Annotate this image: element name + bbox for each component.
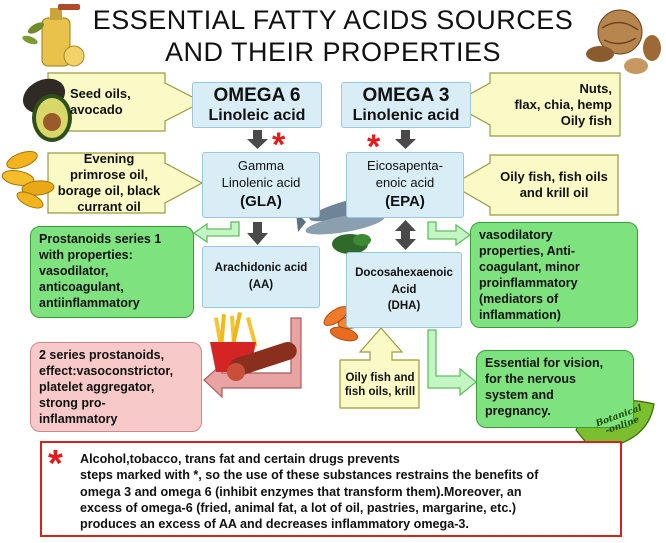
- omega6-source2-line: primrose oil,: [69, 167, 149, 183]
- series1-line: vasodilator,: [39, 264, 109, 278]
- series2-line: inflammatory: [39, 412, 118, 426]
- gla-step-star: *: [272, 126, 286, 164]
- omega3-source2-line: Oily fish, fish oils: [500, 169, 608, 185]
- omega3-acid: Linolenic acid: [352, 106, 460, 124]
- epa-line: Eicosapenta-: [367, 158, 443, 174]
- dha-props-line: Essential for vision,: [485, 356, 604, 370]
- dha-source-line: fish oils, krill: [344, 386, 416, 398]
- gla-line: (GLA): [240, 193, 282, 211]
- omega3-source1-line: Nuts,: [579, 81, 613, 97]
- dha-props-line: pregnancy.: [485, 404, 551, 418]
- epa-props-line: coagulant, minor: [479, 260, 580, 274]
- epa-props-line: proinflammatory: [479, 276, 578, 290]
- gla-line: Gamma: [237, 158, 285, 174]
- dha-source-line: Oily fish and: [345, 371, 415, 384]
- arrow-evening-primrose-to-gla: [47, 152, 204, 214]
- omega3-name: OMEGA 3: [362, 84, 450, 106]
- series1-line: antiinflammatory: [39, 296, 140, 310]
- omega6-source1-line: Seed oils,: [70, 86, 131, 102]
- omega3-source1-line: flax, chia, hemp: [514, 97, 612, 113]
- omega3-source1-line: Oily fish: [560, 112, 612, 128]
- capsules-illustration: [1, 150, 55, 209]
- aa-line: (AA): [248, 279, 274, 291]
- arrow-aa-to-series2: [203, 317, 302, 399]
- dha-source-text: Oily fish and fish oils, krill: [340, 364, 420, 406]
- arrow-omega6-to-gla: [247, 130, 268, 149]
- gla-line: Linolenic acid: [221, 175, 301, 191]
- note-line: excess of omega-6 (fried, animal fat, a …: [80, 501, 517, 516]
- arrow-oily-fish-krill-to-dha: [339, 327, 420, 409]
- arrow-gla-to-aa: [247, 222, 268, 245]
- epa-props-line: vasodilatory: [479, 228, 553, 242]
- epa-box: Eicosapenta- enoic acid (EPA): [346, 152, 464, 218]
- warning-note: * Alcohol,tobacco, trans fat and certain…: [40, 441, 622, 537]
- omega6-source2-line: Evening: [83, 151, 135, 167]
- omega3-box: OMEGA 3 Linolenic acid: [341, 82, 471, 128]
- omega6-source1-line: avocado: [70, 102, 123, 117]
- arrow-oily-fish-to-epa: [450, 154, 619, 216]
- arrow-omega3-to-epa: [395, 130, 416, 149]
- series1-line: with properties:: [39, 248, 133, 262]
- dha-line: Acid: [391, 283, 417, 296]
- arrow-nuts-to-omega3: [450, 72, 621, 137]
- omega6-source2-line: currant oil: [77, 198, 141, 214]
- epa-props-line: inflammation): [479, 308, 561, 322]
- page-subtitle: AND THEIR PROPERTIES: [164, 37, 502, 67]
- omega6-source2-line: borage oil, black: [57, 183, 161, 198]
- note-line: omega 3 and omega 6 (inhibit enzymes tha…: [80, 484, 522, 499]
- series1-box: Prostanoids series 1 with properties: va…: [30, 226, 194, 318]
- epa-step-star: *: [367, 128, 381, 166]
- note-line: produces an excess of AA and decreases i…: [80, 517, 469, 532]
- series2-line: 2 series prostanoids,: [39, 348, 165, 362]
- series2-line: effect:vasoconstrictor,: [39, 364, 174, 378]
- note-line: Alcohol,tobacco, trans fat and certain d…: [80, 452, 400, 466]
- epa-properties-box: vasodilatory properties, Anti- coagulant…: [470, 222, 638, 328]
- oil-bottle-illustration: [22, 4, 85, 67]
- series1-line: anticoagulant,: [39, 280, 124, 294]
- note-line: steps marked with *, so the use of these…: [80, 468, 539, 483]
- epa-line: (EPA): [385, 193, 425, 211]
- note-star: *: [48, 443, 63, 485]
- omega3-source1-text: Nuts, flax, chia, hemp Oily fish: [490, 76, 618, 134]
- omega3-source2-line: and krill oil: [519, 185, 589, 200]
- omega6-box: OMEGA 6 Linoleic acid: [192, 82, 322, 128]
- epa-line: enoic acid: [375, 175, 435, 191]
- dha-line: Docosahexaenoic: [355, 266, 453, 279]
- series2-box: 2 series prostanoids, effect:vasoconstri…: [30, 342, 202, 432]
- series1-line: Prostanoids series 1: [39, 232, 162, 246]
- dha-props-line: system and: [485, 388, 554, 402]
- epa-props-line: (mediators of: [479, 292, 559, 306]
- omega6-name: OMEGA 6: [213, 84, 301, 106]
- aa-line: Arachidonic acid: [214, 261, 308, 274]
- omega6-source1-text: Seed oils, avocado: [70, 79, 165, 125]
- dha-line: (DHA): [387, 300, 421, 313]
- arrow-epa-dha-double: [395, 220, 416, 250]
- series2-line: platelet aggregator,: [39, 380, 155, 394]
- fries-sausage-illustration: [210, 312, 297, 381]
- dha-props-line: for the nervous: [485, 372, 576, 386]
- arrow-dha-to-dha-props: [427, 329, 478, 397]
- epa-props-line: properties, Anti-: [479, 244, 576, 258]
- dha-box: Docosahexaenoic Acid (DHA): [346, 252, 462, 328]
- arrow-epa-to-epa-props: [427, 221, 472, 247]
- omega3-source2-text: Oily fish, fish oils and krill oil: [488, 160, 620, 210]
- avocado-illustration: [22, 78, 72, 142]
- walnuts-illustration: [586, 9, 661, 74]
- gla-box: Gamma Linolenic acid (GLA): [202, 152, 320, 218]
- dha-properties-box: Essential for vision, for the nervous sy…: [476, 350, 634, 428]
- page-title: ESSENTIAL FATTY ACIDS SOURCES: [92, 5, 574, 35]
- aa-box: Arachidonic acid (AA): [202, 246, 320, 308]
- omega6-acid: Linoleic acid: [208, 106, 306, 124]
- series2-line: strong pro-: [39, 396, 106, 410]
- arrow-gla-to-series1: [192, 221, 240, 244]
- omega6-source2-text: Evening primrose oil, borage oil, black …: [50, 151, 168, 215]
